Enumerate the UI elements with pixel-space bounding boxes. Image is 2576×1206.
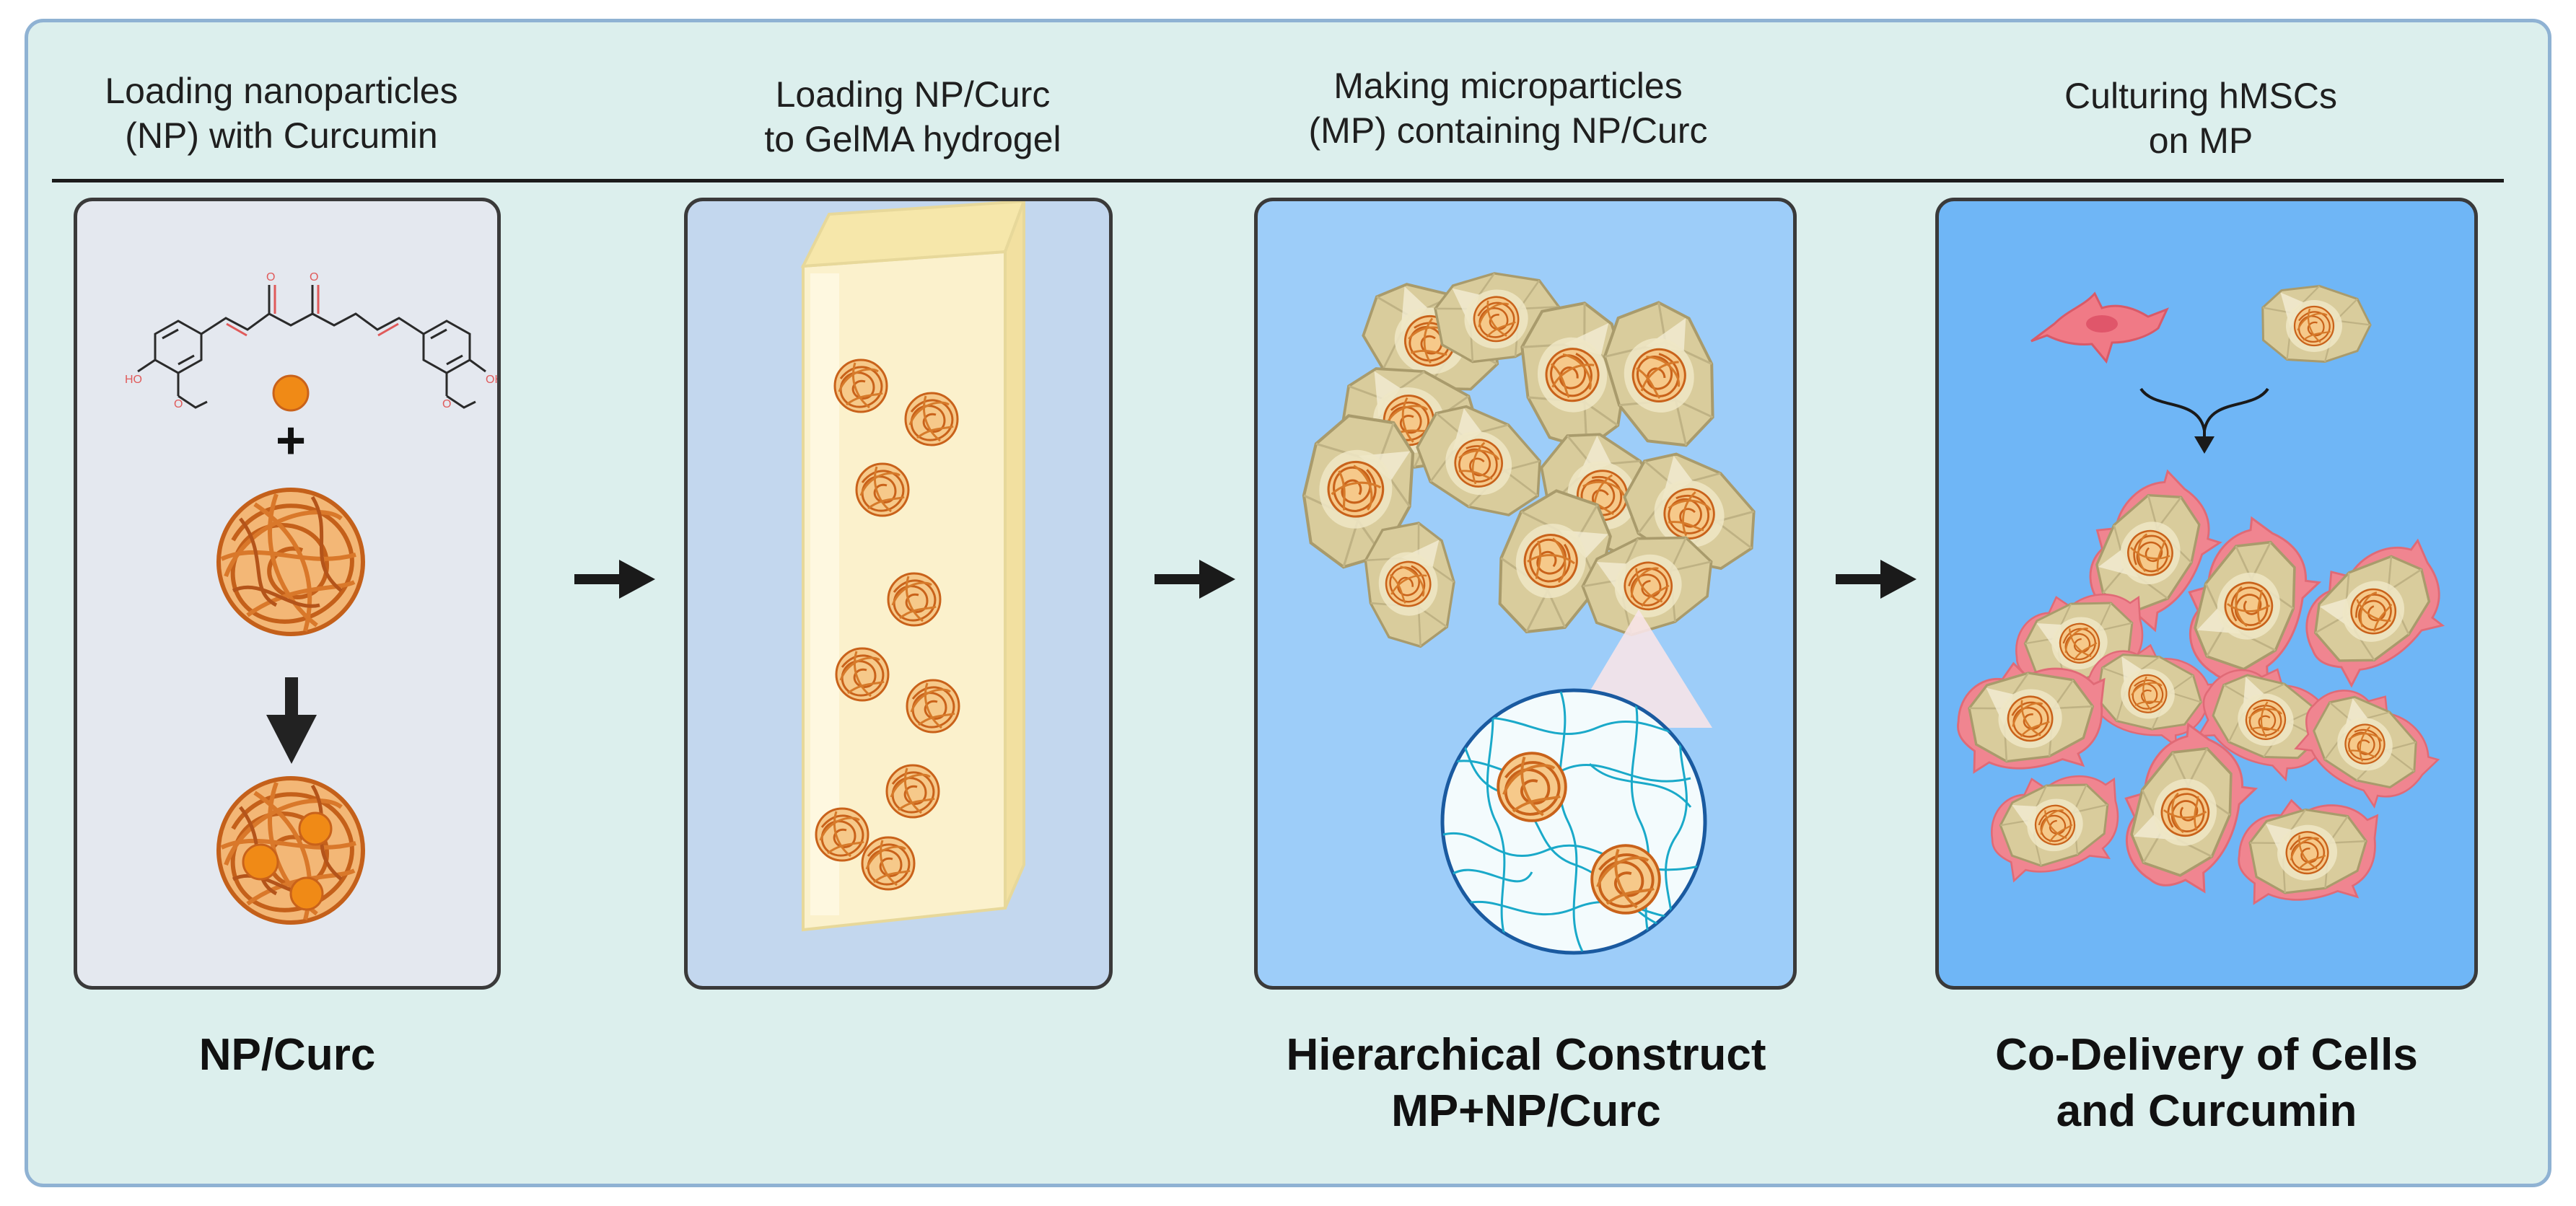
step-3-heading: Making microparticles (MP) containing NP… <box>1308 66 1708 151</box>
nanoparticle-icon <box>904 392 959 446</box>
nanoparticle-icon <box>906 679 960 734</box>
nanoparticle-icon <box>861 836 916 891</box>
nanoparticle-icon <box>835 647 890 702</box>
curcumin-dot-icon <box>272 374 310 412</box>
microparticle-icon <box>1591 293 1735 462</box>
step-2-heading: Loading NP/Curc to GelMA hydrogel <box>764 74 1061 159</box>
atom-label: HO <box>125 374 142 386</box>
microparticle-icon <box>2263 286 2370 362</box>
panel-cultured-hmscs <box>1935 198 2478 990</box>
step-arrow-icon <box>1155 560 1235 599</box>
header-divider <box>52 179 2504 182</box>
coated-microparticle-icon <box>2282 666 2453 824</box>
plus-sign: + <box>276 412 306 470</box>
nanoparticle-icon <box>219 490 363 634</box>
atom-label: O <box>310 271 318 283</box>
coated-microparticle-icon <box>1975 752 2140 895</box>
microparticle-cluster <box>1258 201 1797 955</box>
atom-label: O <box>442 398 451 410</box>
down-arrow-icon <box>285 677 298 719</box>
atom-label: O <box>266 271 275 283</box>
hydrogel-block-icon <box>800 201 1026 932</box>
atom-label: OH <box>486 374 501 386</box>
coated-microparticle-icon <box>2228 785 2392 917</box>
step-1-heading: Loading nanoparticles (NP) with Curcumin <box>105 71 458 156</box>
nanoparticle-icon <box>815 807 869 862</box>
step-4-caption: Co-Delivery of Cells and Curcumin <box>1995 1030 2418 1136</box>
cell-coated-microparticles <box>1947 201 2471 917</box>
merge-arrow-icon <box>2139 387 2269 431</box>
panel-np-curcumin: HO O O OH O O + <box>74 198 501 990</box>
curcumin-molecule-icon: HO O O OH O O + <box>125 271 501 990</box>
nanoparticle-icon <box>885 764 940 819</box>
mesh-zoom-icon <box>1440 688 1707 955</box>
step-1-caption: NP/Curc <box>198 1030 376 1080</box>
step-arrow-icon <box>574 560 655 599</box>
panel-microparticles <box>1254 198 1797 990</box>
coated-microparticle-icon <box>2279 515 2471 702</box>
step-4-heading: Culturing hMSCs on MP <box>2064 76 2337 161</box>
loaded-nanoparticle-icon <box>219 778 363 923</box>
nanoparticle-icon <box>833 358 888 413</box>
atom-label: O <box>174 398 183 410</box>
step-arrow-icon <box>1836 560 1916 599</box>
step-3-caption: Hierarchical Construct MP+NP/Curc <box>1286 1030 1766 1136</box>
nanoparticle-icon <box>855 462 910 517</box>
panel-gelma-hydrogel <box>684 198 1113 990</box>
nanoparticle-icon <box>887 572 942 627</box>
